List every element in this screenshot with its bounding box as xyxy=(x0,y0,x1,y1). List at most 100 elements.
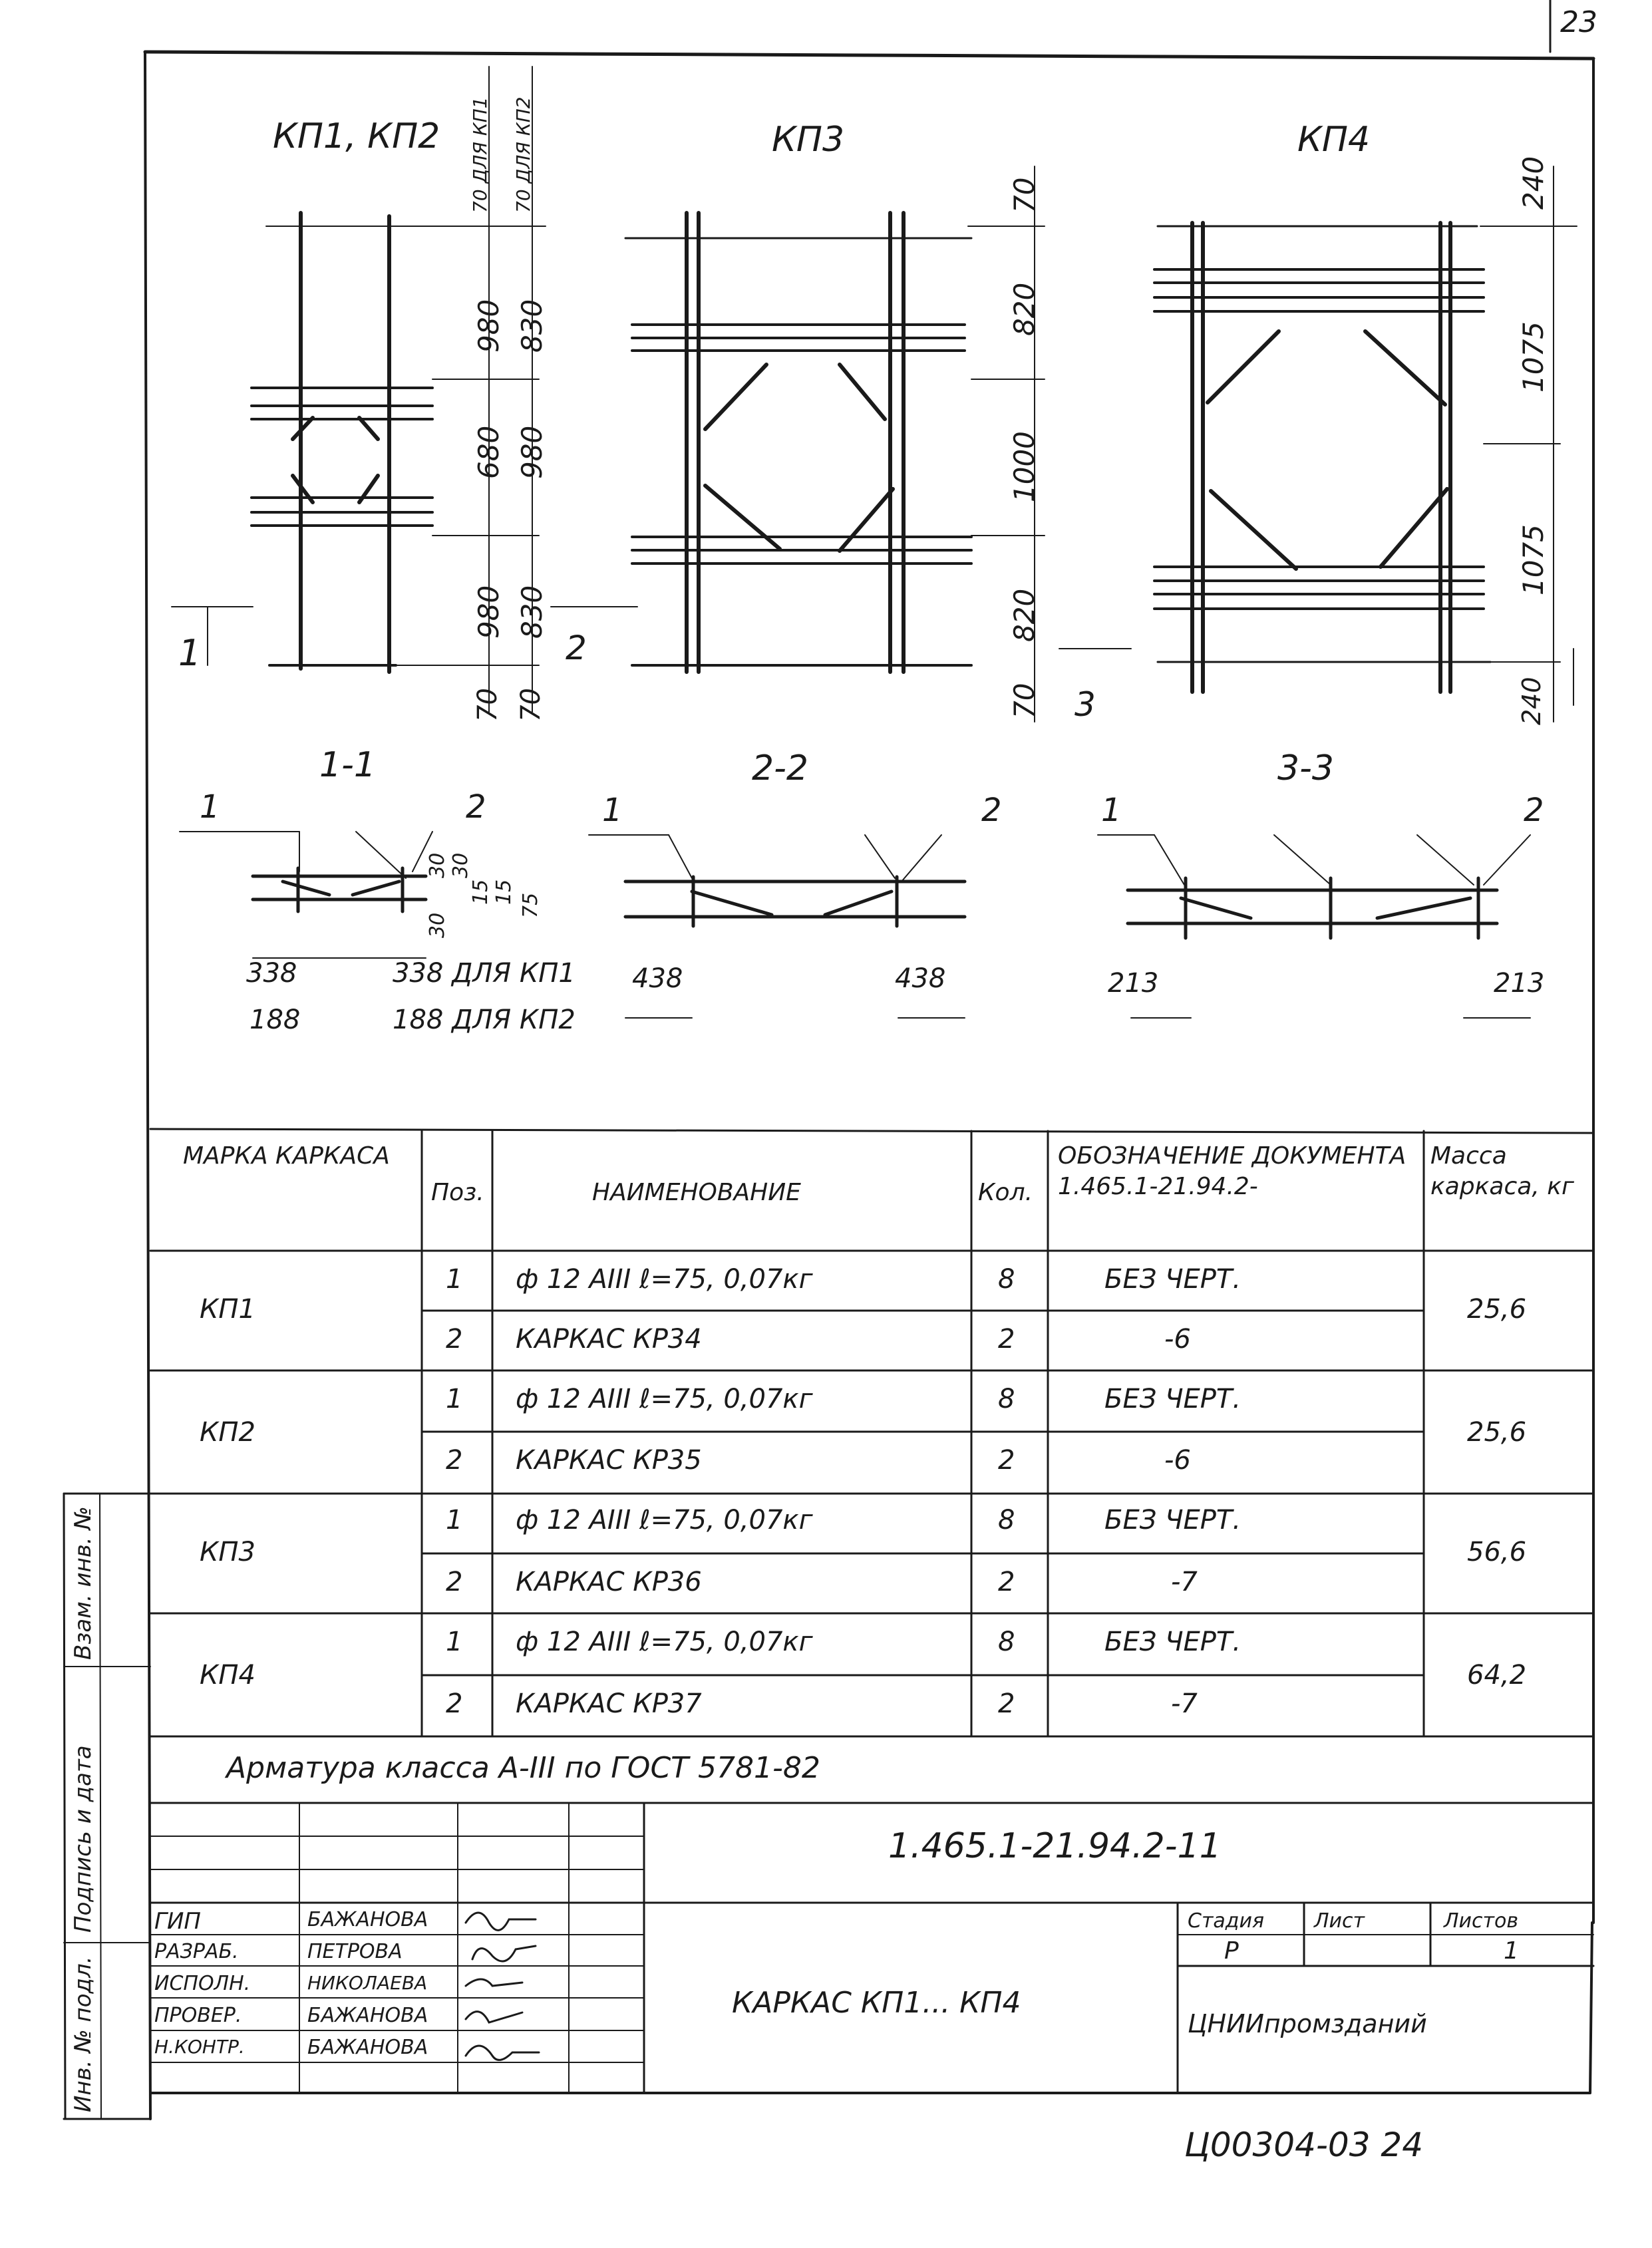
name-prover: БАЖАНОВА xyxy=(307,2004,428,2027)
section1-dim-f: 30 xyxy=(426,912,449,938)
stage-value: Р xyxy=(1224,1937,1239,1965)
sheet-label: Лист xyxy=(1314,1909,1365,1933)
spec-mass-kp3: 56,6 xyxy=(1467,1537,1527,1567)
spec-row-name: ф 12 АIII ℓ=75, 0,07кг xyxy=(516,1505,813,1535)
dim-kp1-a: 980 xyxy=(472,299,505,353)
organization: ЦНИИпромзданий xyxy=(1188,2009,1427,2038)
spec-row-qty: 8 xyxy=(998,1264,1015,1295)
section2-pos-left: 1 xyxy=(602,792,623,829)
section1-dim-b: 30 xyxy=(449,852,472,878)
section-title-2: 2-2 xyxy=(752,748,808,788)
view-title-kp4: КП4 xyxy=(1297,120,1371,160)
spec-row-pos: 2 xyxy=(446,1445,463,1476)
role-gip: ГИП xyxy=(154,1908,201,1935)
spec-row-qty: 2 xyxy=(998,1688,1015,1719)
spec-row-doc: -6 xyxy=(1164,1445,1191,1476)
spec-row-doc: -6 xyxy=(1164,1324,1191,1355)
spec-mark-kp1: КП1 xyxy=(200,1294,255,1325)
spec-row-name: КАРКАС КР34 xyxy=(516,1324,702,1355)
dim-kp2-top: 70 ДЛЯ КП2 xyxy=(512,96,534,213)
spec-row-qty: 8 xyxy=(998,1505,1015,1535)
spec-mark-kp3: КП3 xyxy=(200,1537,255,1567)
dim-kp1-b: 680 xyxy=(472,425,505,479)
spec-row-name: ф 12 АIII ℓ=75, 0,07кг xyxy=(516,1264,813,1295)
section2-pos-right: 2 xyxy=(981,792,1002,829)
role-nkontr: Н.КОНТР. xyxy=(154,2036,245,2058)
spec-row-doc: -7 xyxy=(1171,1688,1198,1719)
dim-kp2-c: 830 xyxy=(516,585,548,639)
section3-note-left: 213 xyxy=(1108,968,1159,999)
spec-mass-kp1: 25,6 xyxy=(1467,1294,1527,1325)
section1-dim-e: 75 xyxy=(519,892,542,918)
section1-note-188-right: 188 ДЛЯ КП2 xyxy=(393,1005,576,1035)
section3-pos-left: 1 xyxy=(1101,792,1122,829)
spec-header-mark: МАРКА КАРКАСА xyxy=(183,1142,390,1170)
section2-note-right: 438 xyxy=(895,963,946,994)
dim-kp2-a: 830 xyxy=(516,299,548,353)
spec-row-qty: 8 xyxy=(998,1384,1015,1414)
spec-row-pos: 1 xyxy=(446,1627,463,1657)
section2-note-left: 438 xyxy=(632,963,683,994)
footer-code: Ц00304-03 24 xyxy=(1184,2126,1424,2164)
cut-marker-2: 2 xyxy=(566,629,587,667)
section1-note-338-left: 338 xyxy=(246,958,297,989)
dim-kp4-a: 240 xyxy=(1517,156,1550,210)
dim-kp3-b: 820 xyxy=(1008,282,1041,336)
view-title-kp12: КП1, КП2 xyxy=(273,116,440,156)
dim-kp4-c: 1075 xyxy=(1517,524,1550,595)
spec-row-doc: БЕЗ ЧЕРТ. xyxy=(1104,1505,1241,1535)
spec-row-pos: 1 xyxy=(446,1384,463,1414)
drawing-title: КАРКАС КП1... КП4 xyxy=(732,1986,1021,2020)
spec-row-pos: 1 xyxy=(446,1264,463,1295)
dim-kp4-d: 240 xyxy=(1517,677,1546,725)
spec-row-qty: 2 xyxy=(998,1445,1015,1476)
spec-header-mass: Масса каркаса, кг xyxy=(1430,1142,1574,1200)
dim-kp3-c: 1000 xyxy=(1008,431,1041,502)
spec-mark-kp4: КП4 xyxy=(200,1660,255,1690)
doc-code: 1.465.1-21.94.2-11 xyxy=(888,1826,1222,1866)
spec-row-name: КАРКАС КР35 xyxy=(516,1445,702,1476)
spec-row-pos: 2 xyxy=(446,1324,463,1355)
spec-header-qty: Кол. xyxy=(978,1179,1033,1206)
sheets-label: Листов xyxy=(1444,1909,1519,1933)
section-title-3: 3-3 xyxy=(1277,748,1334,788)
spec-header-doc: ОБОЗНАЧЕНИЕ ДОКУМЕНТА 1.465.1-21.94.2- xyxy=(1058,1142,1406,1200)
role-razrab: РАЗРАБ. xyxy=(154,1940,239,1963)
spec-row-qty: 2 xyxy=(998,1567,1015,1597)
spec-mass-kp4: 64,2 xyxy=(1467,1660,1527,1690)
spec-row-doc: БЕЗ ЧЕРТ. xyxy=(1104,1627,1241,1657)
spec-header-name: НАИМЕНОВАНИЕ xyxy=(592,1179,801,1206)
dim-kp4-b: 1075 xyxy=(1517,321,1550,393)
dim-kp1-bottom: 70 xyxy=(472,688,503,722)
name-razrab: ПЕТРОВА xyxy=(307,1940,403,1963)
stamp-podpis: Подпись и дата xyxy=(70,1745,96,1933)
spec-row-pos: 2 xyxy=(446,1688,463,1719)
cut-marker-3: 3 xyxy=(1074,685,1096,724)
spec-mark-kp2: КП2 xyxy=(200,1417,255,1448)
spec-note: Арматура класса А-III по ГОСТ 5781-82 xyxy=(226,1751,820,1785)
spec-mass-kp2: 25,6 xyxy=(1467,1417,1527,1448)
dim-kp3-e: 70 xyxy=(1008,683,1041,719)
dim-kp3-d: 820 xyxy=(1008,588,1041,642)
stamp-inv-podl: Инв. № подл. xyxy=(70,1956,96,2112)
spec-row-name: ф 12 АIII ℓ=75, 0,07кг xyxy=(516,1627,813,1657)
section1-dim-a: 30 xyxy=(426,852,449,878)
role-prover: ПРОВЕР. xyxy=(154,2004,242,2027)
name-nkontr: БАЖАНОВА xyxy=(307,2036,428,2059)
view-title-kp3: КП3 xyxy=(772,120,845,160)
page-number: 23 xyxy=(1560,5,1597,39)
spec-row-pos: 2 xyxy=(446,1567,463,1597)
sheets-value: 1 xyxy=(1504,1937,1519,1965)
dim-kp3-a: 70 xyxy=(1008,177,1041,213)
spec-row-name: КАРКАС КР37 xyxy=(516,1688,702,1719)
section1-dim-c: 15 xyxy=(469,879,492,905)
role-ispoln: ИСПОЛН. xyxy=(154,1972,251,1995)
spec-row-name: ф 12 АIII ℓ=75, 0,07кг xyxy=(516,1384,813,1414)
section1-note-338-right: 338 ДЛЯ КП1 xyxy=(393,958,576,989)
section1-dim-d: 15 xyxy=(492,879,516,905)
section1-pos-left: 1 xyxy=(200,788,220,826)
spec-row-doc: БЕЗ ЧЕРТ. xyxy=(1104,1264,1241,1295)
section-title-1: 1-1 xyxy=(319,745,376,785)
stage-label: Стадия xyxy=(1188,1909,1265,1933)
